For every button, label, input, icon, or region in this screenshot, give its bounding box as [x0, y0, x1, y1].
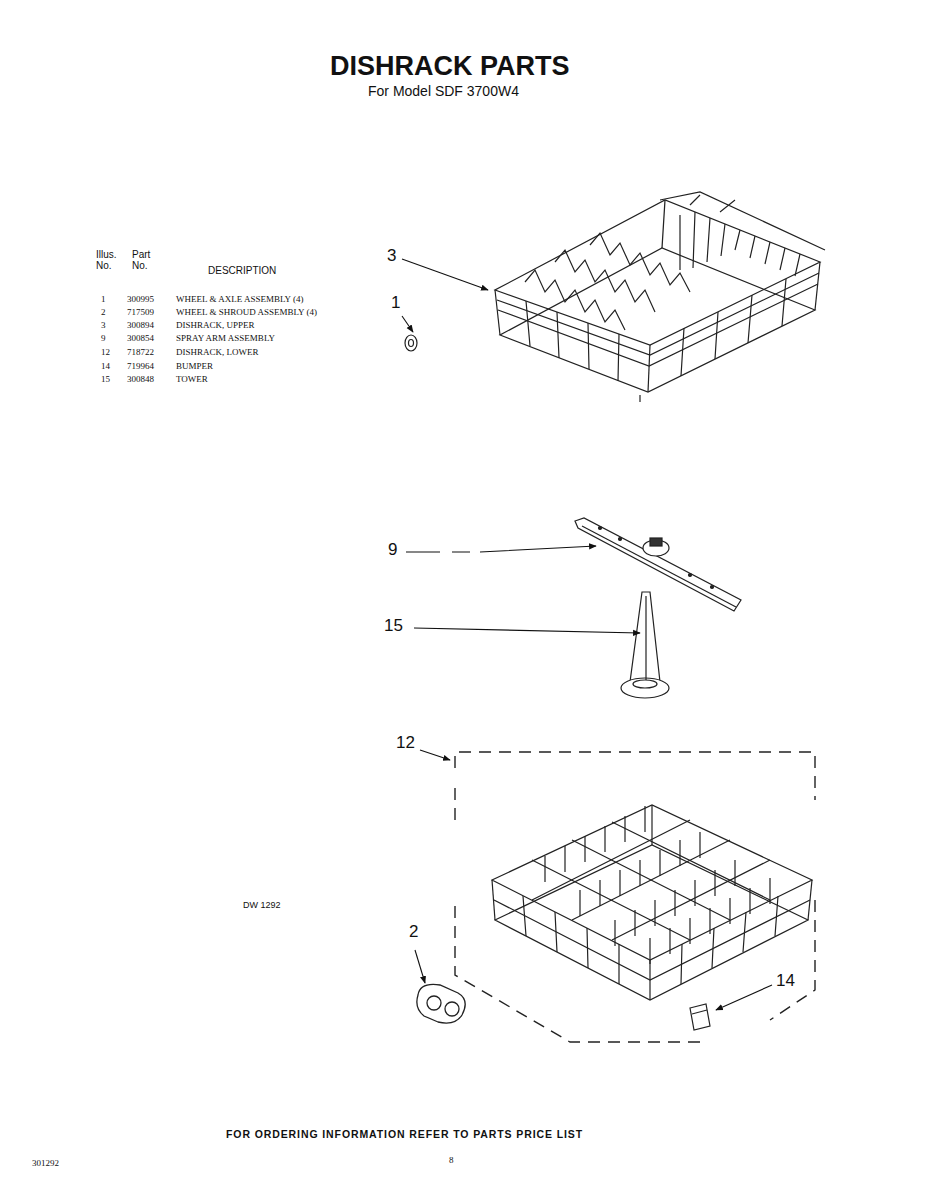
part-number: 718722 — [127, 348, 154, 358]
assembly-bracket — [455, 752, 815, 1042]
table-cell: BUMPER — [176, 362, 213, 372]
lower-dishrack — [492, 805, 812, 1000]
table-cell: 14 — [101, 362, 110, 372]
wheel-shroud-assembly — [417, 984, 465, 1023]
table-cell: DISHRACK, UPPER — [176, 321, 255, 331]
footer-note: FOR ORDERING INFORMATION REFER TO PARTS … — [226, 1129, 583, 1141]
table-cell: 15 — [101, 375, 110, 385]
upper-dishrack — [495, 192, 825, 402]
page-number: 8 — [449, 1156, 454, 1166]
callout-number: 2 — [409, 923, 418, 942]
callout-number: 9 — [388, 541, 397, 560]
table-cell: 9 — [101, 334, 106, 344]
table-cell: SPRAY ARM ASSEMBLY — [176, 334, 275, 344]
column-header: DESCRIPTION — [208, 265, 276, 276]
callout-number: 14 — [776, 972, 795, 991]
part-number: 717509 — [127, 308, 154, 318]
column-header: Part No. — [132, 249, 162, 271]
tower — [621, 592, 669, 698]
model-subtitle: For Model SDF 3700W4 — [368, 84, 519, 99]
leader-lines — [402, 259, 772, 1010]
spray-arm-assembly — [575, 518, 741, 611]
callout-number: 12 — [396, 734, 415, 753]
bumper — [690, 1004, 710, 1030]
table-cell: 3 — [101, 321, 106, 331]
part-number: 300848 — [127, 375, 154, 385]
table-cell: WHEEL & AXLE ASSEMBLY (4) — [176, 295, 303, 305]
callout-number: 1 — [391, 294, 400, 313]
table-cell: 1 — [101, 295, 106, 305]
wheel-axle-assembly — [405, 335, 417, 351]
document-number: 301292 — [32, 1159, 59, 1169]
part-number: 719964 — [127, 362, 154, 372]
table-cell: WHEEL & SHROUD ASSEMBLY (4) — [176, 308, 317, 318]
part-number: 300854 — [127, 334, 154, 344]
part-number: 300894 — [127, 321, 154, 331]
callout-number: 3 — [387, 247, 396, 266]
part-number: 300995 — [127, 295, 154, 305]
callout-number: 15 — [384, 617, 403, 636]
table-cell: 2 — [101, 308, 106, 318]
table-cell: DISHRACK, LOWER — [176, 348, 259, 358]
table-cell: TOWER — [176, 375, 208, 385]
table-cell: 12 — [101, 348, 110, 358]
drawing-number: DW 1292 — [243, 901, 281, 911]
column-header: Illus. No. — [96, 249, 130, 271]
page-title: DISHRACK PARTS — [330, 52, 570, 82]
